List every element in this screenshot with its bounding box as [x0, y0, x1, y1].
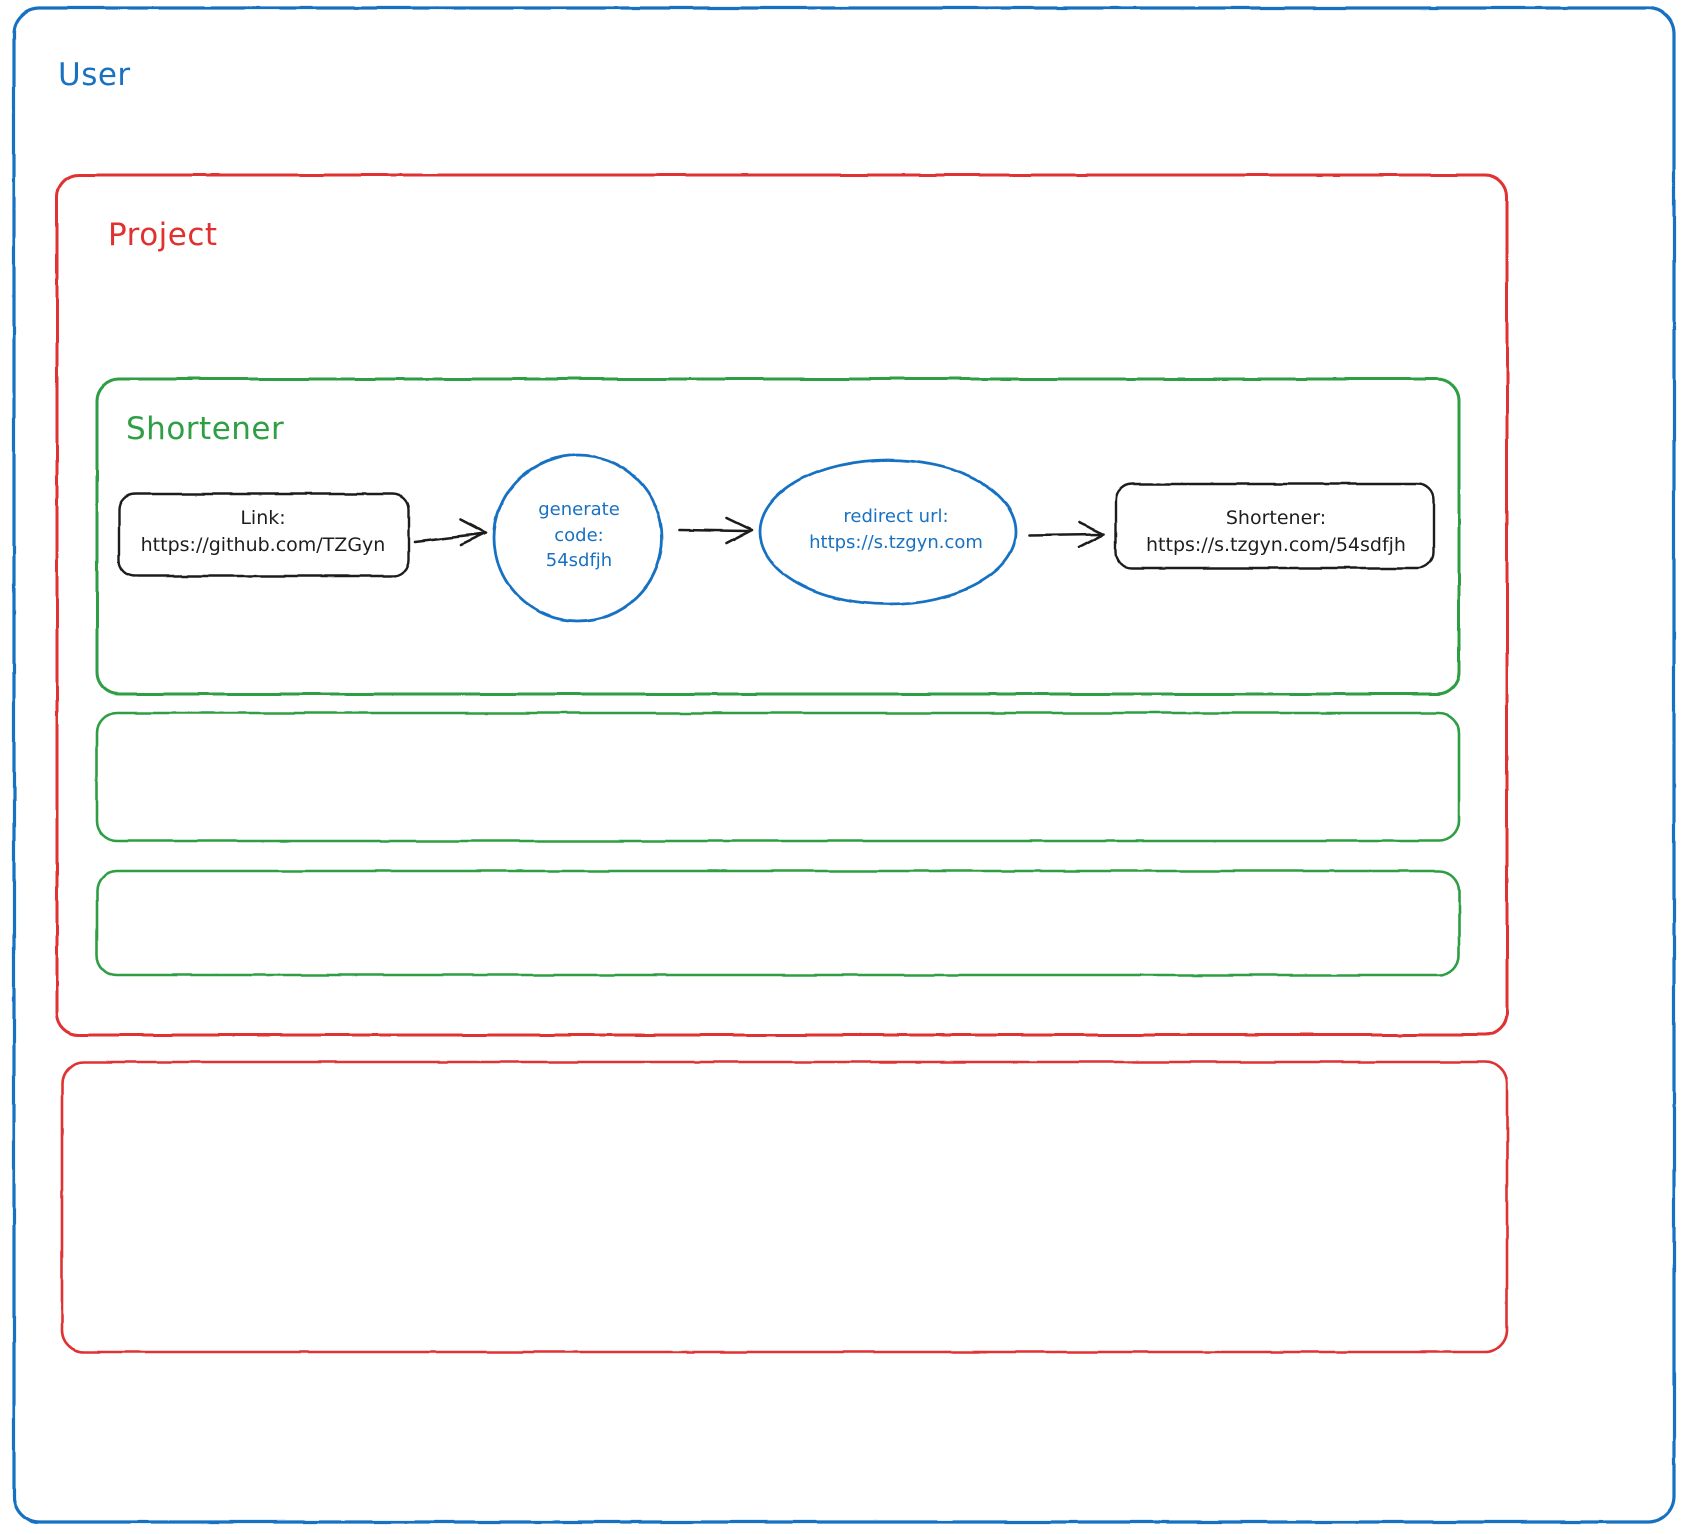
- shortener-result-node-line2: https://s.tzgyn.com/54sdfjh: [1146, 533, 1406, 556]
- generate-code-node-line3: 54sdfjh: [545, 550, 613, 572]
- generate-code-node-line2: code:: [554, 524, 604, 546]
- frame-label-project: Project: [108, 217, 218, 253]
- generate-code-node[interactable]: generate code: 54sdfjh: [500, 497, 658, 574]
- frame-project-outline: [55, 173, 1509, 1037]
- frame-project-empty-outline: [60, 1060, 1509, 1354]
- frame-shortener-empty-1-outline: [95, 711, 1461, 843]
- frame-label-user: User: [58, 57, 131, 93]
- shortener-result-node[interactable]: Shortener: https://s.tzgyn.com/54sdfjh: [1118, 505, 1434, 559]
- generate-code-node-line1: generate: [538, 499, 620, 520]
- arrow-1-shape: [413, 518, 488, 547]
- shortener-result-node-line1: Shortener:: [1225, 507, 1327, 529]
- arrow-2-shape: [677, 516, 754, 545]
- frame-shortener-empty-2-outline: [95, 869, 1461, 977]
- redirect-url-node[interactable]: redirect url: https://s.tzgyn.com: [775, 504, 1017, 555]
- redirect-url-node-line2: https://s.tzgyn.com: [809, 531, 983, 553]
- redirect-url-node-line1: redirect url:: [843, 506, 949, 527]
- link-node[interactable]: Link: https://github.com/TZGyn: [120, 505, 406, 559]
- link-node-line1: Link:: [240, 507, 286, 529]
- arrow-3-shape: [1028, 520, 1106, 549]
- frame-user-outline: [12, 6, 1676, 1524]
- link-node-line2: https://github.com/TZGyn: [140, 533, 386, 556]
- frame-label-shortener: Shortener: [126, 411, 285, 447]
